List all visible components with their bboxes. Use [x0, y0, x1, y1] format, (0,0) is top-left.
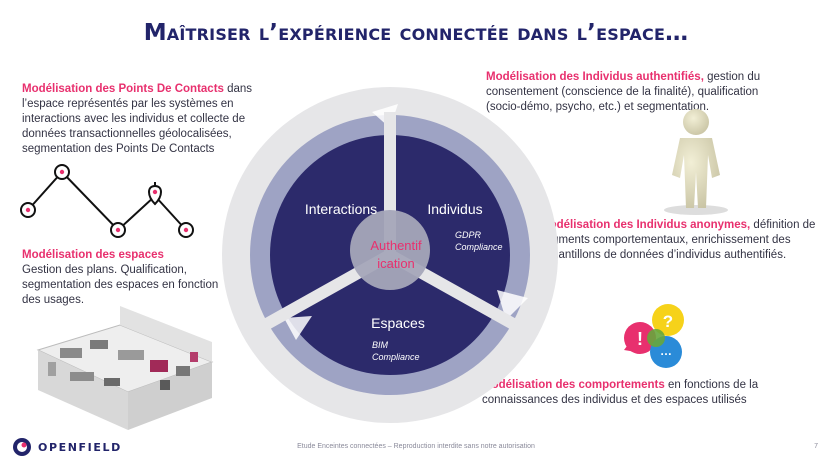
poc-text: dans l’espace représentés par les systèm…	[22, 83, 253, 155]
label-interactions: Interactions	[305, 201, 377, 217]
footer-notice: Etude Enceintes connectées – Reproductio…	[297, 443, 535, 450]
ring-arrow-left	[284, 316, 312, 340]
poc-description: Modélisation des Points De Contacts dans…	[22, 82, 254, 157]
poc-highlight: Modélisation des Points De Contacts	[22, 83, 224, 95]
center-circle	[350, 210, 430, 290]
touchpoint-line-icon	[20, 164, 194, 238]
gdpr-line-1: GDPR	[455, 230, 482, 240]
logo-mark-icon	[13, 438, 31, 456]
auth-description: Modélisation des Individus authentifiés,…	[486, 70, 786, 115]
bim-line-2: Compliance	[372, 352, 420, 362]
comp-description: Modélisation des comportements en foncti…	[482, 378, 812, 408]
page-number: 7	[814, 443, 818, 450]
person-3d-icon	[664, 109, 728, 215]
anon-highlight: Modélisation des Individus anonymes,	[540, 219, 751, 231]
center-label-2: ication	[377, 256, 415, 271]
openfield-logo: OPENFIELD	[12, 436, 122, 458]
brand-name: OPENFIELD	[38, 440, 122, 454]
anon-text: définition de segments comportementaux, …	[540, 219, 816, 261]
espaces-text: Gestion des plans. Qualification, segmen…	[22, 264, 219, 306]
center-label-1: Authentif	[370, 238, 422, 253]
label-individus: Individus	[427, 201, 482, 217]
gdpr-line-2: Compliance	[455, 242, 503, 252]
auth-highlight: Modélisation des Individus authentifiés,	[486, 71, 704, 83]
svg-text:?: ?	[663, 312, 673, 331]
bim-line-1: BIM	[372, 340, 389, 350]
page-title: Maîtriser l’expérience connectée dans l’…	[143, 20, 689, 46]
svg-text:…: …	[660, 344, 672, 358]
svg-text:!: !	[637, 329, 643, 349]
espaces-highlight: Modélisation des espaces	[22, 249, 164, 261]
auth-text: gestion du consentement (conscience de l…	[486, 71, 761, 113]
floor-plan-3d-icon	[36, 306, 214, 430]
anon-description: Modélisation des Individus anonymes, déf…	[540, 218, 820, 263]
speech-bubbles-icon: ! ? …	[624, 304, 684, 368]
comp-highlight: Modélisation des comportements	[482, 379, 665, 391]
espaces-description: Modélisation des espaces Gestion des pla…	[22, 248, 222, 308]
label-espaces: Espaces	[371, 315, 425, 331]
comp-text: en fonctions de la connaissances des ind…	[482, 379, 759, 406]
